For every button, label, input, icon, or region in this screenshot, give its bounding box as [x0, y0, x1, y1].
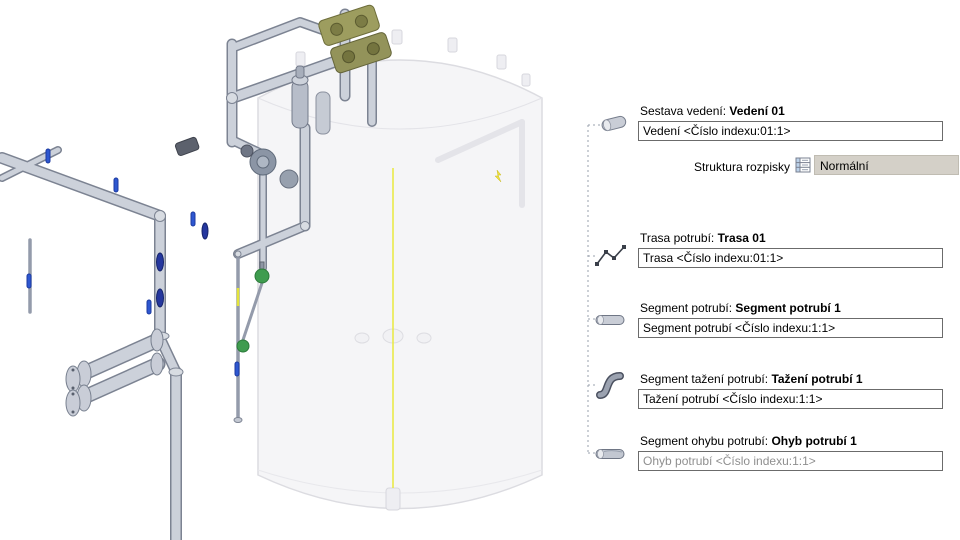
pipe-segment-label-name: Segment potrubí 1 [735, 301, 841, 315]
pipe-segment-label: Segment potrubí: Segment potrubí 1 [640, 301, 841, 315]
tree-connector-lines [587, 124, 602, 454]
background-pipes [435, 119, 525, 208]
pump-blocks [318, 4, 392, 74]
bend-segment-label: Segment ohybu potrubí: Ohyb potrubí 1 [640, 434, 857, 448]
pipe-segment-label-prefix: Segment potrubí: [640, 301, 733, 315]
tank [257, 29, 543, 511]
route-label-name: Trasa 01 [717, 231, 766, 245]
bom-structure-select[interactable]: Normální [814, 155, 959, 175]
highlight-spark [494, 169, 502, 183]
run-label: Sestava vedení: Vedení 01 [640, 104, 785, 118]
flanged-pipe-ends [65, 328, 164, 417]
run-label-name: Vedení 01 [729, 104, 785, 118]
pipe-segment-icon [594, 312, 626, 333]
pipe-fittings [150, 92, 310, 377]
viewport-3d[interactable] [0, 0, 585, 540]
run-label-prefix: Sestava vedení: [640, 104, 727, 118]
route-name-input[interactable] [638, 248, 943, 268]
bend-segment-label-prefix: Segment ohybu potrubí: [640, 434, 769, 448]
blue-valve-handles [26, 148, 240, 377]
pipe-run-icon [597, 111, 631, 142]
valve-actuators [174, 136, 299, 189]
piping-assembly-drawing [0, 4, 543, 540]
pipe-segment-name-input[interactable] [638, 318, 943, 338]
hose-segment-label-name: Tažení potrubí 1 [771, 372, 863, 386]
route-label-prefix: Trasa potrubí: [640, 231, 715, 245]
bend-segment-label-name: Ohyb potrubí 1 [771, 434, 857, 448]
bend-segment-name-input [638, 451, 943, 471]
bom-structure-icon [795, 157, 811, 178]
hose-segment-name-input[interactable] [638, 389, 943, 409]
bom-structure-label: Struktura rozpisky [693, 160, 790, 174]
tank-nozzles [295, 29, 531, 511]
filter-vessels [291, 65, 331, 135]
hose-segment-label-prefix: Segment tažení potrubí: [640, 372, 769, 386]
thin-pipes [28, 238, 264, 423]
route-label: Trasa potrubí: Trasa 01 [640, 231, 766, 245]
green-valves [236, 261, 270, 353]
hose-segment-label: Segment tažení potrubí: Tažení potrubí 1 [640, 372, 863, 386]
hose-segment-icon [596, 371, 626, 404]
run-name-input[interactable] [638, 121, 943, 141]
bend-segment-icon [594, 446, 626, 467]
pipe-route-icon [594, 243, 628, 274]
